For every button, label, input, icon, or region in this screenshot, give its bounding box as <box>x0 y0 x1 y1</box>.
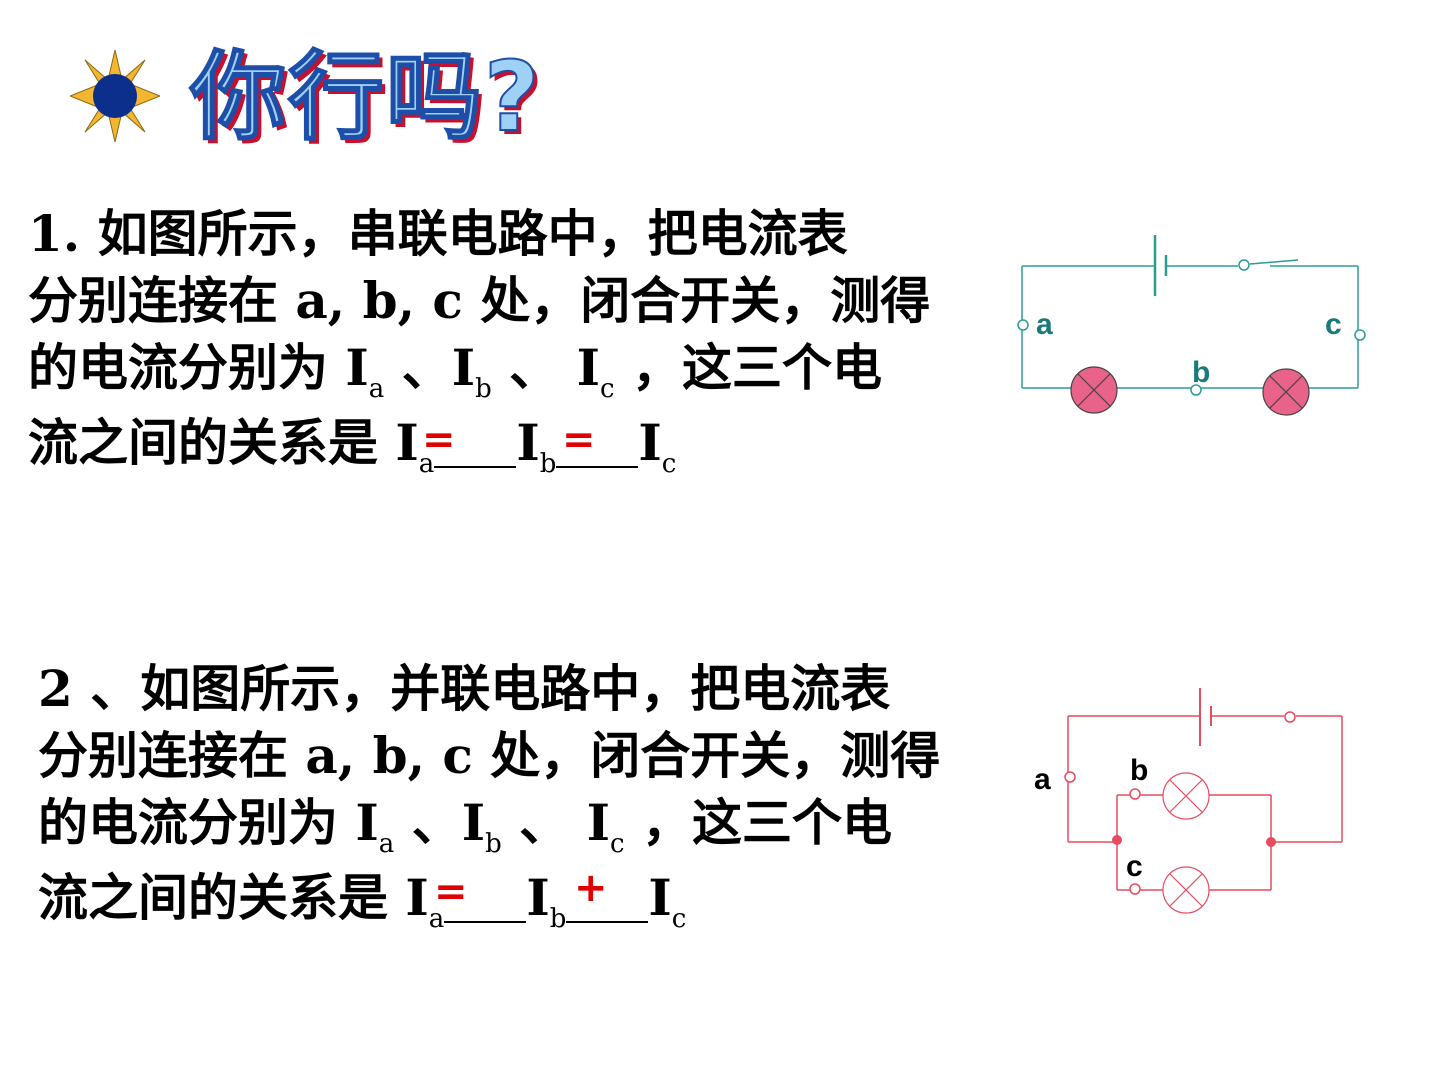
point-a-terminal <box>1064 771 1076 783</box>
point-c-terminal <box>1129 883 1141 895</box>
lamp-b <box>1162 772 1210 820</box>
question-1: 1. 如图所示，串联电路中，把电流表 分别连接在 a, b, c 处，闭合开关，… <box>28 200 931 479</box>
lamp-c <box>1162 866 1210 914</box>
circuit2-label-a: a <box>1034 763 1051 796</box>
point-b-terminal <box>1190 384 1202 396</box>
q2-line2: 分别连接在 a, b, c 处，闭合开关，测得 <box>38 726 941 785</box>
page-title: 你行吗? <box>189 41 542 153</box>
parallel-circuit-diagram <box>1064 688 1343 914</box>
q2-line1: 2 、如图所示，并联电路中，把电流表 <box>38 659 891 718</box>
lamp-2 <box>1262 368 1310 416</box>
junction-left <box>1112 835 1122 845</box>
q2-answer-2: + <box>574 865 608 911</box>
q1-blank-1 <box>434 436 517 468</box>
circuit2-label-c: c <box>1126 850 1143 883</box>
series-circuit-diagram <box>1017 235 1366 416</box>
switch-terminal <box>1238 259 1250 271</box>
point-a-terminal <box>1017 319 1029 331</box>
question-2: 2 、如图所示，并联电路中，把电流表 分别连接在 a, b, c 处，闭合开关，… <box>38 655 941 934</box>
q1-line1: 1. 如图所示，串联电路中，把电流表 <box>28 204 848 263</box>
q1-blank-2 <box>556 436 639 468</box>
q1-answer-1: = <box>422 417 456 463</box>
circuit1-label-c: c <box>1325 308 1342 341</box>
q2-blank-1 <box>444 891 527 923</box>
lamp-1 <box>1070 366 1118 414</box>
circuit1-label-b: b <box>1192 356 1211 389</box>
q2-line3: 的电流分别为 Ia 、Ib 、 Ic ，这三个电 <box>38 793 892 859</box>
circuit2-label-b: b <box>1130 754 1149 787</box>
q1-line3: 的电流分别为 Ia 、Ib 、 Ic ，这三个电 <box>28 338 882 404</box>
q1-answer-2: = <box>562 417 596 463</box>
point-b-terminal <box>1129 788 1141 800</box>
switch-terminal <box>1284 711 1296 723</box>
q2-answer-1: = <box>434 869 468 915</box>
sun-icon <box>70 50 160 142</box>
q2-blank-2 <box>566 891 649 923</box>
junction-right <box>1266 837 1276 847</box>
point-c-terminal <box>1354 329 1366 341</box>
q1-line2: 分别连接在 a, b, c 处，闭合开关，测得 <box>28 271 931 330</box>
circuit1-label-a: a <box>1036 308 1053 341</box>
